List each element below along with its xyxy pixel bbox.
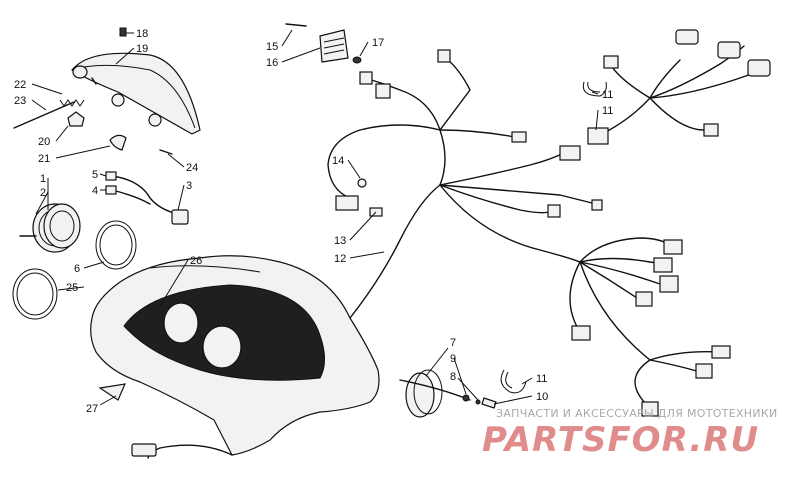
speedometer-gauge: [19, 203, 81, 253]
clamp-11-bottom: [500, 369, 527, 394]
callout-25: 24: [186, 162, 198, 174]
callout-5: 5: [92, 169, 98, 181]
callout-1: 1: [40, 173, 46, 185]
callout-7: 7: [450, 337, 456, 349]
callout-labels: 18 19 22 23 20 21 24 1 2 5 4 3 6 25 26 2…: [14, 28, 613, 415]
main-harness-13: [327, 49, 731, 417]
callout-13: 12: [334, 253, 346, 265]
clamp-11-bottom-inner: [505, 371, 513, 389]
callout-14: 13: [334, 235, 346, 247]
part-15: [357, 178, 367, 188]
gauge-harness-3: [105, 171, 189, 225]
bezel-ring-6: [95, 220, 137, 270]
callout-10: 10: [536, 391, 548, 403]
callout-17: 16: [266, 57, 278, 69]
callout-16: 15: [266, 41, 278, 53]
callout-12: 11: [602, 105, 613, 117]
watermark-subtitle: ЗАПЧАСТИ И АКСЕССУАРЫ ДЛЯ МОТОТЕХНИКИ: [496, 407, 778, 420]
watermark-brand: PARTSFOR.RU: [482, 420, 760, 460]
callout-21: 20: [38, 136, 50, 148]
harness-12: [587, 29, 771, 145]
callout-2: 2: [40, 187, 46, 199]
callout-8: 8: [450, 371, 456, 383]
dash-panel-27: [90, 255, 380, 459]
bezel-ring-26: [12, 268, 58, 320]
callout-28: 27: [86, 403, 98, 415]
callout-19: 18: [136, 28, 148, 40]
callout-27: 26: [190, 255, 202, 267]
clamp-11-top-inner: [587, 81, 601, 93]
bulb-21: [67, 111, 85, 127]
leader-lines: [31, 29, 599, 406]
callout-4: 4: [92, 185, 98, 197]
clamp-11-top: [582, 81, 607, 97]
callout-23: 22: [14, 79, 26, 91]
callout-3: 3: [186, 180, 192, 192]
callout-9: 9: [450, 353, 456, 365]
callout-11-top: 11: [602, 89, 613, 101]
callout-15: 14: [332, 155, 344, 167]
callout-24: 23: [14, 95, 26, 107]
adjuster-screw: [13, 99, 85, 129]
callout-11-bottom: 11: [536, 373, 547, 385]
label-triangle-28: [98, 383, 126, 401]
taillight-assembly: [399, 369, 497, 418]
headlight-assembly: [71, 52, 201, 135]
callout-22: 21: [38, 153, 50, 165]
screw-25: [159, 149, 173, 155]
elbow-22: [109, 134, 127, 151]
clip-19: [119, 27, 127, 37]
callout-18: 17: [372, 37, 384, 49]
voltage-regulator: [285, 23, 362, 64]
callout-20: 19: [136, 43, 148, 55]
callout-6: 6: [74, 263, 80, 275]
callout-26: 25: [66, 282, 78, 294]
